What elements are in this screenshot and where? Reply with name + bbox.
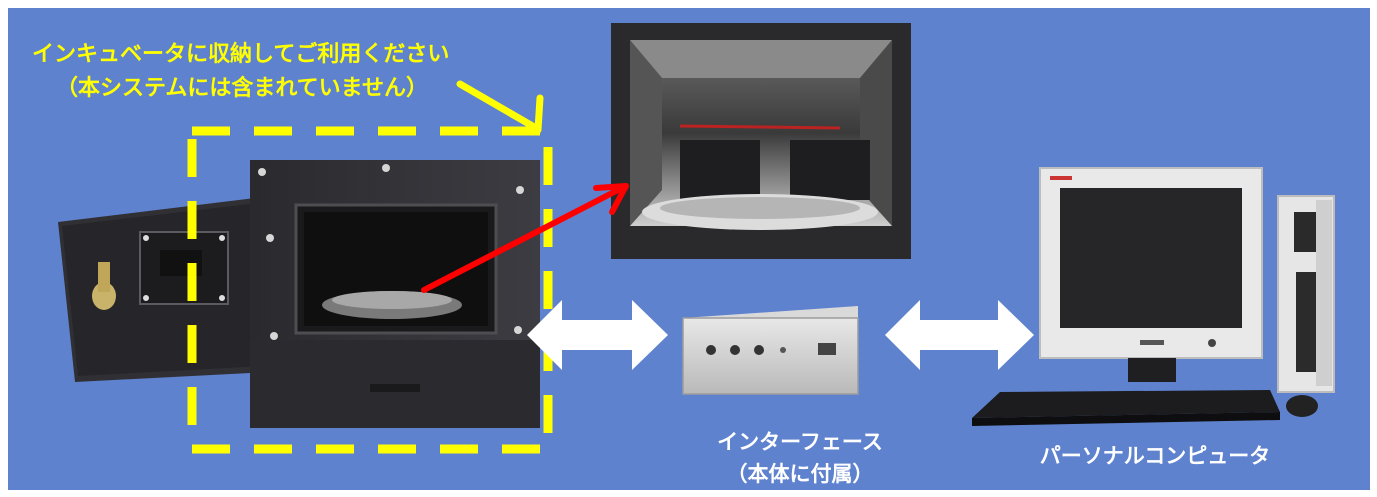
connector-arrow-right	[885, 300, 1034, 370]
pc-label: パーソナルコンピュータ	[1039, 444, 1271, 468]
interface-device	[682, 306, 859, 395]
personal-computer	[972, 167, 1335, 426]
connector-arrow-left	[527, 300, 668, 370]
interior-photo	[611, 23, 911, 259]
note-arrow	[456, 80, 544, 136]
incubator-device	[58, 160, 540, 428]
interface-label-line2: （本体に付属）	[726, 462, 874, 486]
incubator-dashed-frame	[187, 126, 553, 454]
pointer-arrow	[421, 183, 629, 293]
incubator-note-line1: インキュベータに収納してご利用ください	[32, 42, 450, 67]
incubator-note-line2: （本システムには含まれていません）	[56, 76, 429, 101]
interface-label-line1: インターフェース	[717, 430, 883, 454]
